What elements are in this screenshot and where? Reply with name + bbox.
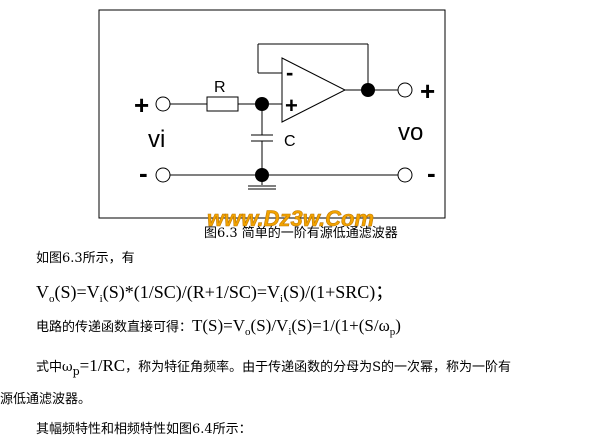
formula-transfer-function: T(S)=Vo(S)/Vi(S)=1/(1+(S/ωp) [192,316,401,338]
figure-caption: 图6.3 简单的一阶有源低通滤波器 [204,226,398,241]
terminal-output-minus [397,167,413,183]
label-minus-out: - [427,158,436,188]
terminal-output-plus [397,82,413,98]
node-noninverting [255,97,269,111]
label-vo: vo [398,119,423,146]
label-minus-in: - [139,158,148,188]
paragraph-continuation: 源低通滤波器。 [0,392,92,407]
terminal-input-plus [155,96,171,112]
watermark: www.Dz3w.Com [207,206,374,231]
resistor [206,96,239,112]
node-output [361,83,375,97]
circuit-figure: + - + - vi vo R C - + www.Dz3w.Com [98,9,446,231]
figure-frame [98,9,446,219]
label-capacitor: C [284,133,296,150]
paragraph-characteristics: 其幅频特性和相频特性如图6.4所示： [36,422,252,437]
terminal-input-minus [155,167,171,183]
paragraph-intro: 如图6.3所示，有 [36,251,135,266]
label-plus-out: + [420,76,435,106]
label-plus-in: + [134,90,149,120]
formula-vo: Vo(S)=Vi(S)*(1/SC)/(R+1/SC)=Vi(S)/(1+SRC… [36,282,394,305]
paragraph-transfer-function: 电路的传递函数直接可得：T(S)=Vo(S)/Vi(S)=1/(1+(S/ωp) [36,316,401,338]
label-opamp-plus: + [285,93,298,118]
paragraph-characteristic-frequency: 式中ωp=1/RC，称为特征角频率。由于传递函数的分母为S的一次幂，称为一阶有 [36,356,512,378]
opamp-triangle [281,57,347,123]
label-opamp-minus: - [286,60,293,85]
label-resistor: R [214,79,226,96]
node-ground [255,168,269,182]
label-vi: vi [148,126,165,153]
